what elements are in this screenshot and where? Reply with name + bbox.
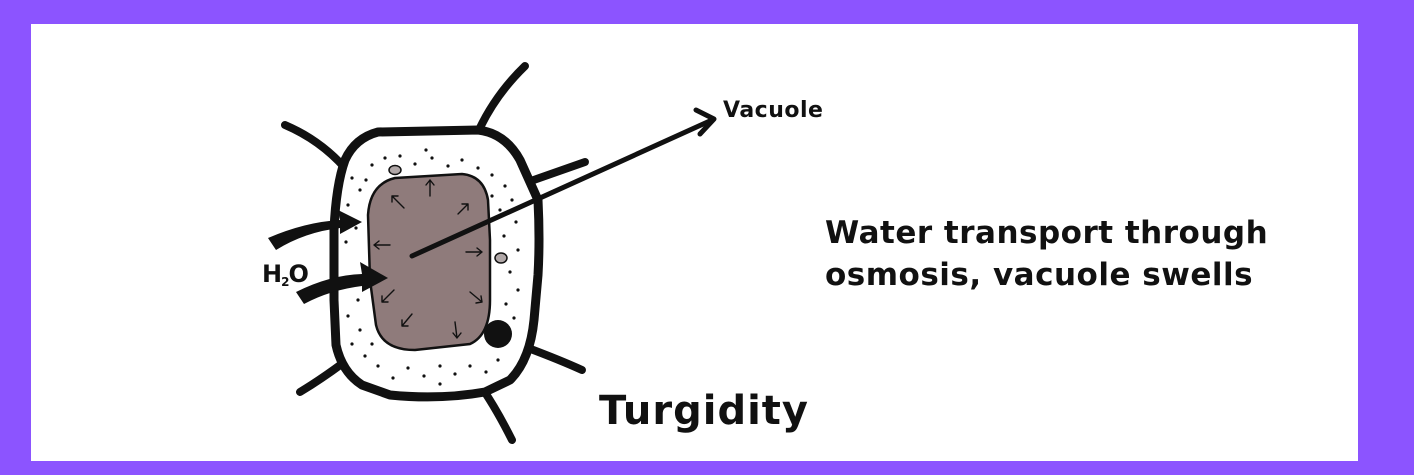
neighbor-wall-bottom-right bbox=[524, 344, 586, 374]
organelle-right bbox=[494, 252, 508, 264]
vacuole-pointer-arrow bbox=[409, 107, 717, 259]
neighbor-wall-right bbox=[524, 158, 589, 186]
neighbor-wall-top-left bbox=[281, 121, 349, 172]
water-label-o: O bbox=[288, 260, 308, 288]
neighbor-cell-walls bbox=[281, 62, 589, 444]
neighbor-wall-bottom-left bbox=[296, 359, 347, 396]
water-label: H2O bbox=[262, 260, 309, 289]
swelling-arrows bbox=[373, 179, 483, 339]
water-label-h: H bbox=[262, 260, 282, 288]
water-label-subscript: 2 bbox=[281, 275, 289, 289]
water-inflow-arrows bbox=[268, 210, 388, 304]
diagram-title: Turgidity bbox=[599, 388, 809, 434]
description-line-1: Water transport through bbox=[825, 215, 1269, 251]
organelle-top bbox=[388, 164, 402, 176]
cytoplasm-dots bbox=[344, 148, 520, 386]
vacuole bbox=[366, 172, 492, 352]
nucleus bbox=[484, 320, 512, 348]
white-panel bbox=[31, 24, 1358, 461]
description-text: Water transport through osmosis, vacuole… bbox=[825, 212, 1345, 296]
description-line-2: osmosis, vacuole swells bbox=[825, 257, 1254, 293]
water-arrow-upper bbox=[268, 210, 362, 250]
neighbor-wall-top bbox=[474, 62, 529, 136]
vacuole-label: Vacuole bbox=[723, 98, 824, 123]
water-arrow-lower bbox=[296, 262, 388, 304]
